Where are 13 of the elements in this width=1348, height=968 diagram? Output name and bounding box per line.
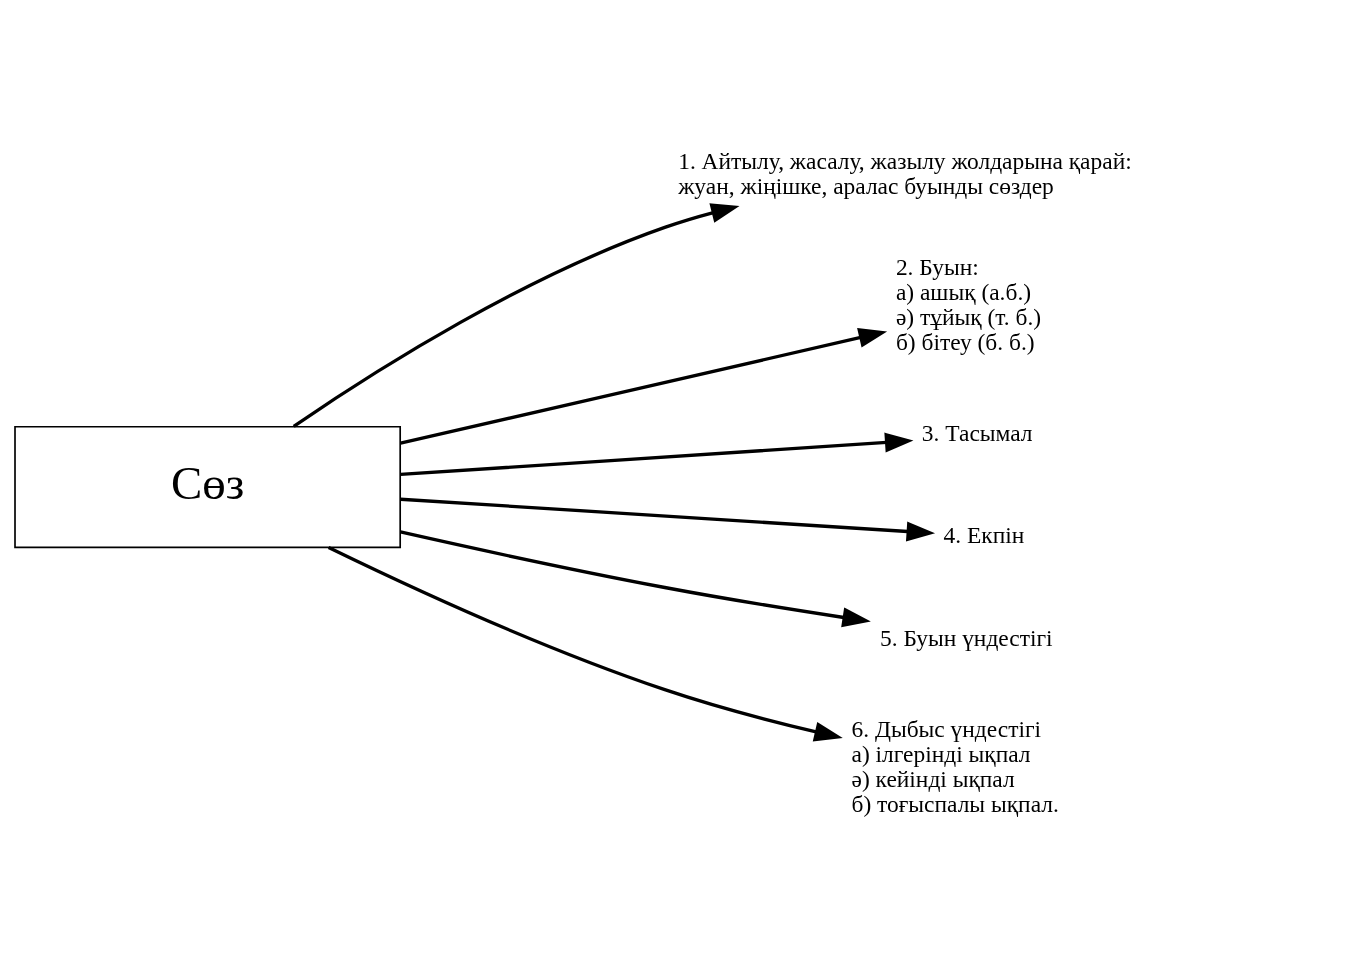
node-text: 2. Буын: а) ашық (а.б.) ә) тұйық (т. б.) б) бітеу (б. б.) [895,253,1042,355]
arrow [400,497,936,541]
node-box: Сөз [14,425,402,548]
node-text: 4. Екпін [943,521,1025,548]
node-text: 3. Тасымал [921,419,1033,446]
arrow [400,529,871,627]
arrow [400,432,914,476]
node-text: 6. Дыбыс үндестігі а) ілгерінді ықпал ә) кейінді ықпал б) тоғыспалы ықпал. [851,715,1059,817]
arrow [327,545,843,741]
node-text: 5. Буын үндестігі [879,624,1053,651]
node-text: 1. Айтылу, жасалу, жазылу жолдарына қарай: жуан, жіңішке, аралас буынды сөздер [678,147,1132,199]
arrow [292,202,740,428]
arrow [400,327,888,445]
